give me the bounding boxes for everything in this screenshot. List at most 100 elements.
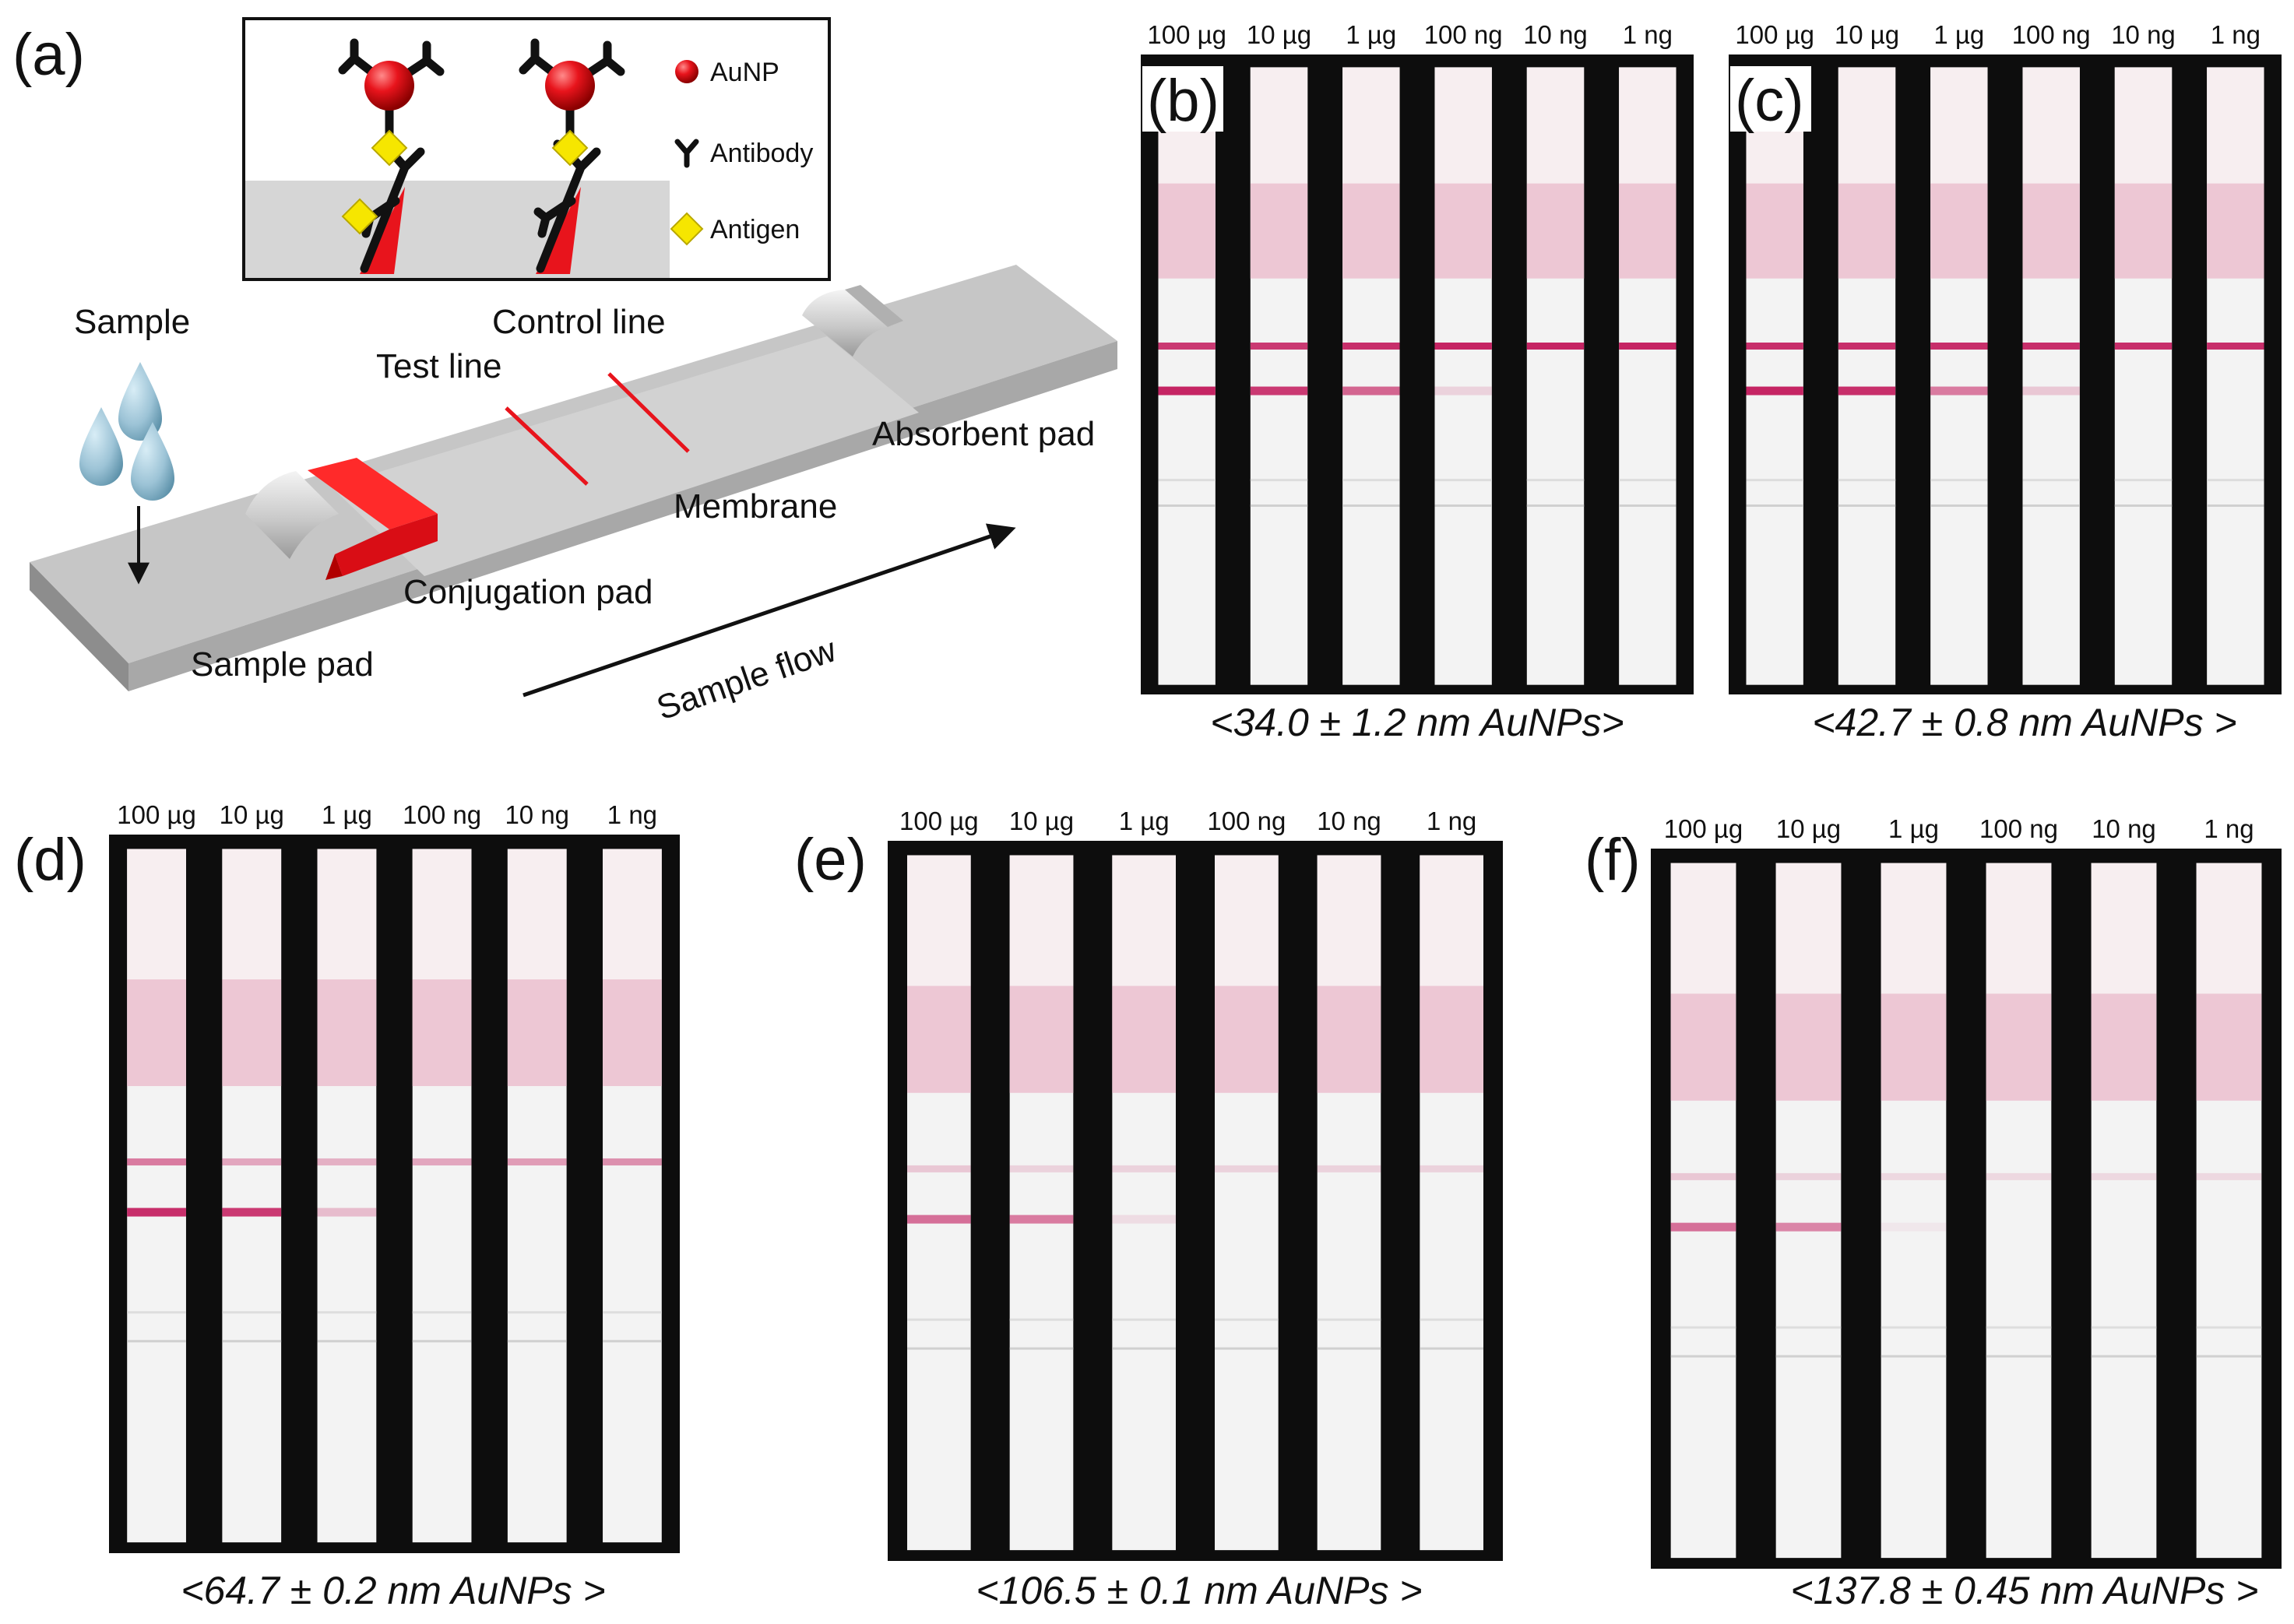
concentration-label: 1 µg xyxy=(1933,20,1984,49)
concentration-label: 1 ng xyxy=(2211,20,2261,49)
control-line xyxy=(1009,1165,1074,1172)
control-line-mark xyxy=(607,372,690,453)
strip-pad xyxy=(2091,863,2157,1101)
legend-antibody: Antibody xyxy=(710,139,813,168)
lateral-flow-strip xyxy=(30,265,1117,691)
control-line xyxy=(1158,343,1216,350)
panel-tag: (e) xyxy=(794,827,867,893)
test-line xyxy=(907,1214,971,1224)
droplet-icon xyxy=(118,362,162,441)
control-line xyxy=(1775,1172,1842,1180)
test-line xyxy=(1838,386,1896,395)
label-absorbent-pad: Absorbent pad xyxy=(872,415,1095,453)
sample-droplets xyxy=(79,362,174,585)
photo-background xyxy=(1729,54,2282,694)
antibody-legend-icon xyxy=(674,139,699,168)
strip-pad xyxy=(1930,67,1988,279)
strip-pad xyxy=(2114,67,2173,279)
aunp-sphere xyxy=(364,61,414,111)
panel-caption: <137.8 ± 0.45 nm AuNPs > xyxy=(1791,1569,2259,1612)
control-line xyxy=(603,1158,662,1165)
strip-pad xyxy=(1112,855,1176,1093)
concentration-label: 10 µg xyxy=(1009,807,1074,835)
strip-pad xyxy=(1670,863,1736,1101)
photo-background xyxy=(888,841,1503,1561)
concentration-label: 100 ng xyxy=(403,800,481,829)
control-line xyxy=(1420,1165,1483,1172)
concentration-label: 10 ng xyxy=(1523,20,1588,49)
inset-legend: AuNP Antibody Antigen xyxy=(670,58,813,246)
photo-background xyxy=(1141,54,1694,694)
concentration-label: 1 µg xyxy=(1119,807,1170,835)
sandwich-complex-1 xyxy=(338,38,445,274)
test-line xyxy=(1112,1214,1176,1224)
strip-pad xyxy=(1317,855,1381,1093)
inset-schematic: AuNP Antibody Antigen xyxy=(242,17,831,281)
droplet-icon xyxy=(79,407,123,486)
test-line xyxy=(1009,1214,1074,1224)
test-line xyxy=(1775,1222,1842,1232)
photo-background xyxy=(1651,849,2282,1569)
strip-pad xyxy=(1526,67,1585,279)
concentration-label: 1 µg xyxy=(1888,814,1939,843)
sandwich-complex-2 xyxy=(519,38,625,274)
label-membrane: Membrane xyxy=(674,487,837,526)
control-line xyxy=(2091,1172,2157,1180)
sample-pad-roller xyxy=(245,471,339,559)
strip-pad xyxy=(1838,67,1896,279)
test-line xyxy=(222,1207,282,1217)
concentration-label: 100 µg xyxy=(1735,20,1814,49)
concentration-label: 10 ng xyxy=(2111,20,2176,49)
panel-caption: <64.7 ± 0.2 nm AuNPs > xyxy=(181,1569,605,1612)
strip-pad xyxy=(2022,67,2080,279)
test-line xyxy=(2022,386,2080,395)
concentration-label: 10 ng xyxy=(1317,807,1381,835)
concentration-label: 10 ng xyxy=(505,800,569,829)
strip-pad xyxy=(1619,67,1677,279)
test-line-mark xyxy=(505,406,589,486)
control-line xyxy=(1526,343,1585,350)
control-line xyxy=(1342,343,1400,350)
conjugation-pad xyxy=(335,514,438,576)
antigen-diamond xyxy=(341,198,378,235)
test-line xyxy=(1158,386,1216,395)
label-test-line: Test line xyxy=(376,347,501,385)
control-line xyxy=(317,1158,377,1165)
concentration-label: 1 ng xyxy=(1427,807,1476,835)
control-line xyxy=(1986,1172,2052,1180)
control-line xyxy=(2207,343,2264,350)
control-line xyxy=(2114,343,2173,350)
strip-pad xyxy=(1986,863,2052,1101)
panel-tag: (f) xyxy=(1585,827,1641,893)
test-line xyxy=(1670,1222,1736,1232)
test-line xyxy=(1434,386,1492,395)
strip-pad xyxy=(603,849,662,1087)
label-sample: Sample xyxy=(74,303,190,341)
concentration-label: 1 ng xyxy=(1623,20,1673,49)
panel-tag: (b) xyxy=(1147,68,1219,134)
strip-pad xyxy=(412,849,472,1087)
concentration-label: 10 µg xyxy=(1247,20,1311,49)
label-sample-pad: Sample pad xyxy=(191,645,374,684)
concentration-label: 10 ng xyxy=(2092,814,2156,843)
test-line xyxy=(127,1207,186,1217)
strip-pad xyxy=(1250,67,1308,279)
concentration-label: 1 ng xyxy=(607,800,657,829)
strip-pad xyxy=(1881,863,1947,1101)
panel-a-tag: (a) xyxy=(12,22,85,88)
absorbent-pad-roller xyxy=(802,290,888,357)
concentration-label: 100 ng xyxy=(1424,20,1503,49)
control-line xyxy=(222,1158,282,1165)
control-line xyxy=(2022,343,2080,350)
concentration-label: 100 ng xyxy=(1207,807,1286,835)
concentration-label: 100 µg xyxy=(899,807,979,835)
control-line xyxy=(1881,1172,1947,1180)
strip-pad xyxy=(1215,855,1279,1093)
strip-pad xyxy=(2207,67,2264,279)
control-line xyxy=(1317,1165,1381,1172)
